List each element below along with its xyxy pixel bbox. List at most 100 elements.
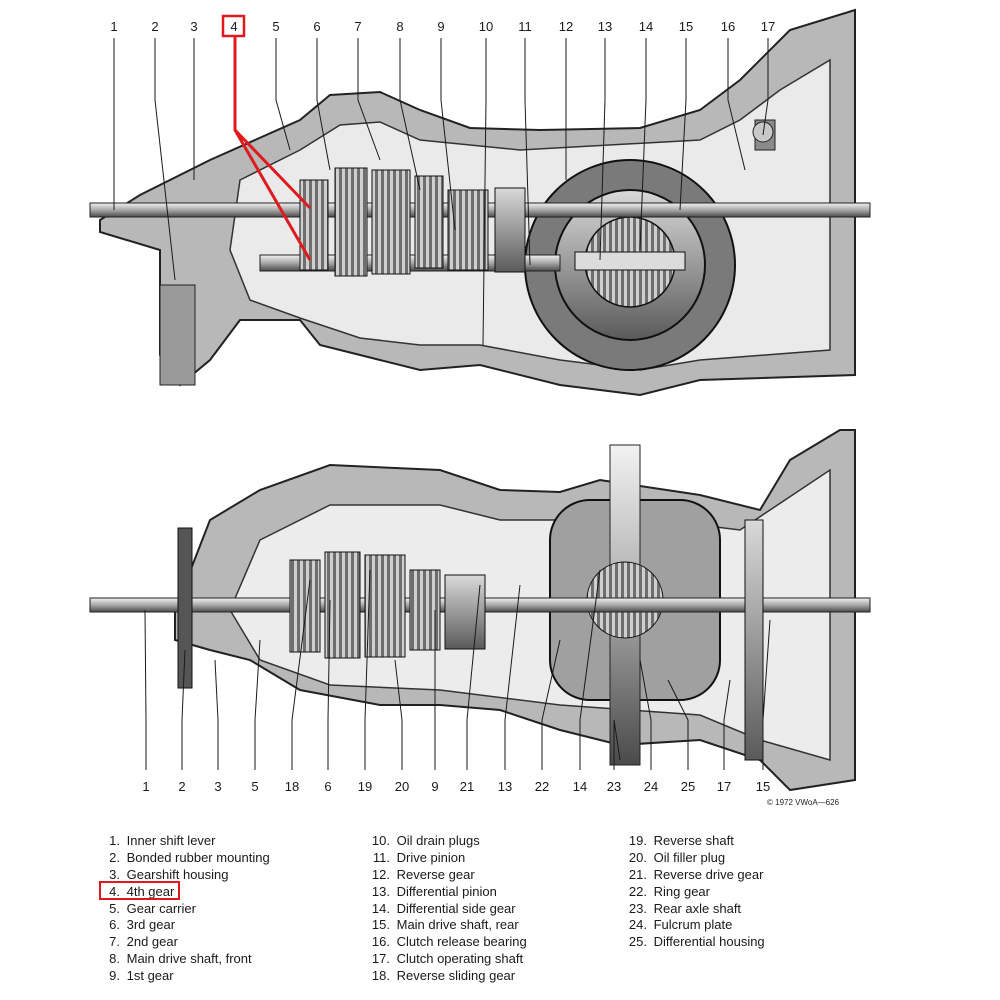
top-callout-2: 2: [151, 19, 158, 34]
callout-leader: [364, 569, 371, 770]
legend-label: 3rd gear: [123, 917, 176, 933]
callout-leader: [181, 649, 186, 770]
callout-leader: [291, 579, 311, 770]
legend-number: 6.: [109, 917, 120, 933]
callout-leader: [482, 38, 487, 346]
legend-label: Clutch release bearing: [393, 934, 527, 950]
legend-label: 1st gear: [123, 968, 174, 984]
top-cross-section: [89, 8, 871, 397]
legend-label: Differential housing: [650, 934, 765, 950]
callout-leader: [275, 38, 291, 151]
legend-number: 25.: [628, 934, 647, 950]
top-callout-5: 5: [272, 19, 279, 34]
legend-label: Differential pinion: [393, 883, 497, 899]
legend-item: 7. 2nd gear: [100, 934, 270, 951]
legend-number: 16.: [371, 934, 390, 950]
callout-leader: [639, 659, 652, 770]
callout-leader: [357, 38, 381, 161]
legend-item: 3. Gearshift housing: [100, 867, 270, 884]
legend-label: Reverse sliding gear: [393, 968, 516, 984]
legend-item: 4. 4th gear: [100, 884, 270, 901]
legend-number: 13.: [371, 883, 390, 899]
callout-leader: [399, 38, 421, 191]
highlight-leader-4: [233, 36, 312, 261]
legend-highlight-box: [99, 881, 180, 900]
top-callout-12: 12: [559, 19, 573, 34]
legend-item: 8. Main drive shaft, front: [100, 951, 270, 968]
top-gear-4th: [299, 179, 329, 271]
legend-item: 15. Main drive shaft, rear: [370, 917, 527, 934]
legend-label: Oil filler plug: [650, 849, 726, 865]
callout-leader: [679, 38, 687, 211]
bottom-callout-13: 13: [498, 779, 512, 794]
legend-number: 19.: [628, 833, 647, 848]
legend-item: 22. Ring gear: [627, 884, 765, 901]
legend-label: Drive pinion: [393, 849, 466, 865]
copyright-notice: © 1972 VWoA—626: [767, 798, 840, 807]
legend-label: Differential side gear: [393, 900, 516, 916]
top-callout-8: 8: [396, 19, 403, 34]
bottom-callout-20: 20: [395, 779, 409, 794]
callout-leader: [541, 639, 561, 770]
top-callout-1: 1: [110, 19, 117, 34]
top-callout-15: 15: [679, 19, 693, 34]
legend-item: 18. Reverse sliding gear: [370, 968, 527, 985]
legend-label: Ring gear: [650, 883, 710, 899]
legend-item: 2. Bonded rubber mounting: [100, 850, 270, 867]
callout-leader: [599, 38, 606, 261]
legend-number: 24.: [628, 917, 647, 933]
legend-label: Gear carrier: [123, 900, 196, 916]
bottom-callout-22: 22: [535, 779, 549, 794]
legend-number: 2.: [109, 849, 120, 865]
bottom-callout-24: 24: [644, 779, 658, 794]
bottom-callout-6: 6: [324, 779, 331, 794]
callout-leader: [639, 38, 647, 251]
legend-label: Reverse shaft: [650, 833, 734, 848]
legend-item: 21. Reverse drive gear: [627, 867, 765, 884]
legend-label: Main drive shaft, front: [123, 951, 252, 967]
callout-leader: [214, 659, 219, 770]
legend-item: 6. 3rd gear: [100, 917, 270, 934]
top-callout-13: 13: [598, 19, 612, 34]
top-callout-10: 10: [479, 19, 493, 34]
callout-leader: [579, 569, 601, 770]
legend-number: 10.: [371, 833, 390, 848]
legend-label: Gearshift housing: [123, 866, 229, 882]
legend-item: 25. Differential housing: [627, 934, 765, 951]
legend-number: 20.: [628, 849, 647, 865]
legend-item: 13. Differential pinion: [370, 884, 527, 901]
bottom-callout-17: 17: [717, 779, 731, 794]
callout-leader: [762, 38, 769, 136]
legend-item: 11. Drive pinion: [370, 850, 527, 867]
bottom-callout-5: 5: [251, 779, 258, 794]
top-callout-9: 9: [437, 19, 444, 34]
top-callout-7: 7: [354, 19, 361, 34]
legend-number: 22.: [628, 883, 647, 899]
legend-label: Main drive shaft, rear: [393, 917, 519, 933]
callout-leader: [327, 599, 331, 770]
top-callout-14: 14: [639, 19, 653, 34]
legend-number: 12.: [371, 866, 390, 882]
legend-label: 2nd gear: [123, 934, 178, 950]
callout-leader: [762, 619, 771, 770]
bottom-callout-14: 14: [573, 779, 587, 794]
bottom-callout-1: 1: [142, 779, 149, 794]
legend-number: 18.: [371, 968, 390, 984]
bottom-callout-21: 21: [460, 779, 474, 794]
legend-item: 23. Rear axle shaft: [627, 901, 765, 918]
callout-leader: [254, 639, 261, 770]
legend-number: 5.: [109, 900, 120, 916]
legend-label: Bonded rubber mounting: [123, 849, 270, 865]
callout-leader: [316, 38, 331, 171]
callout-leader: [613, 719, 621, 770]
legend-label: 4th gear: [123, 883, 175, 899]
legend-item: 20. Oil filler plug: [627, 850, 765, 867]
legend-item: 1. Inner shift lever: [100, 833, 270, 850]
legend-label: Reverse drive gear: [650, 866, 764, 882]
callout-leader: [504, 584, 521, 770]
